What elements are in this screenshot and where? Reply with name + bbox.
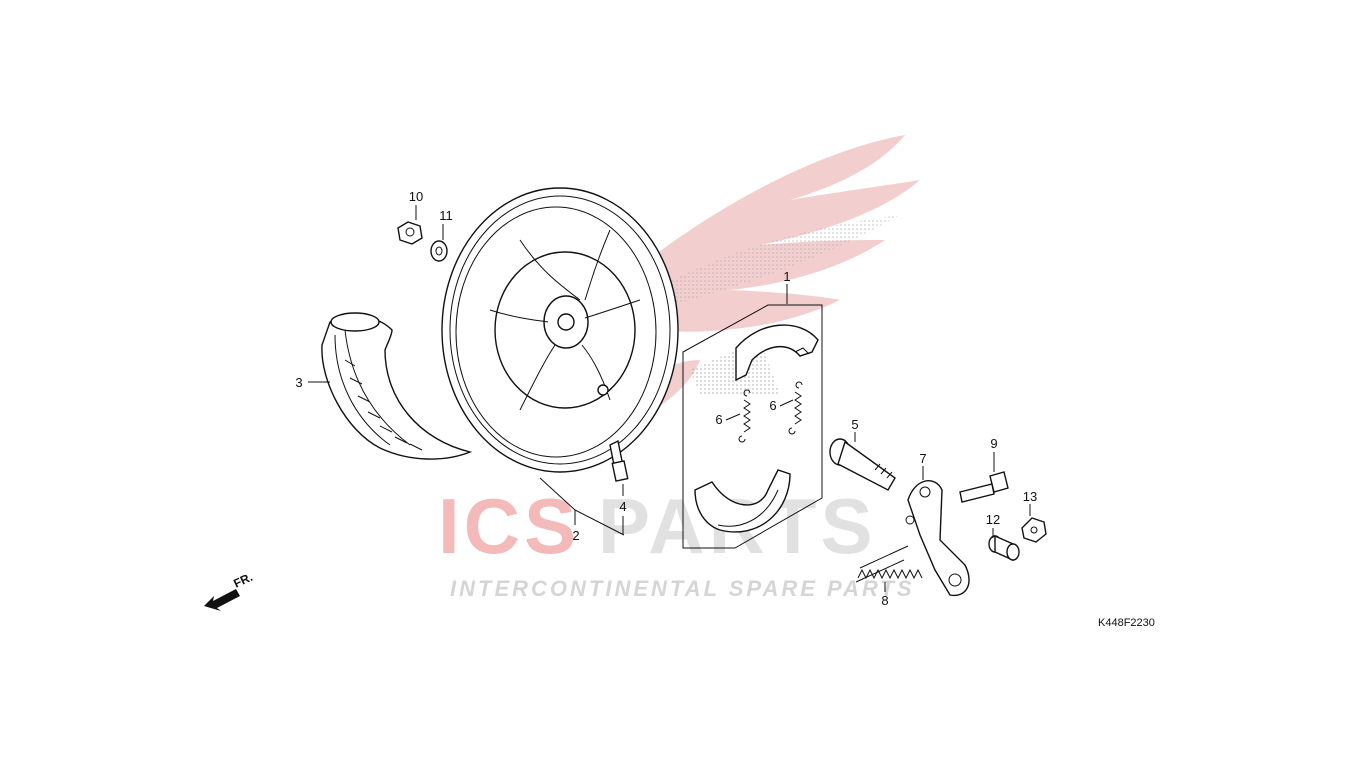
collar <box>988 534 1020 562</box>
callout-13: 13 <box>1023 489 1037 504</box>
watermark-brand-left: ICS <box>438 482 580 570</box>
callout-1: 1 <box>783 269 790 284</box>
callout-6b: 6 <box>769 398 776 413</box>
callout-2: 2 <box>572 528 579 543</box>
brake-shoe-lower <box>694 469 791 533</box>
nut <box>1021 517 1047 543</box>
rear-wheel <box>441 187 679 473</box>
bolt <box>959 471 1009 503</box>
callouts: 1 2 3 4 5 6 6 7 8 9 10 11 12 13 <box>295 189 1037 608</box>
diagram-code: K448F2230 <box>1098 617 1155 629</box>
front-arrow-icon <box>204 589 240 611</box>
shoe-spring-left <box>738 389 751 443</box>
brake-arm <box>905 480 970 597</box>
valve <box>609 439 629 482</box>
cam-shaft <box>829 438 896 491</box>
callout-11: 11 <box>439 208 453 223</box>
callout-10: 10 <box>409 189 423 204</box>
callout-6a: 6 <box>715 412 722 427</box>
return-spring <box>855 545 923 583</box>
callout-4: 4 <box>619 499 626 514</box>
callout-5: 5 <box>851 417 858 432</box>
washer <box>430 240 448 262</box>
callout-3: 3 <box>295 375 302 390</box>
callout-12: 12 <box>986 512 1000 527</box>
axle-nut <box>397 221 423 245</box>
leader-lines <box>308 205 1031 592</box>
watermark-tagline: INTERCONTINENTAL SPARE PARTS <box>450 576 915 601</box>
callout-7: 7 <box>919 451 926 466</box>
callout-8: 8 <box>881 593 888 608</box>
brake-shoe-upper <box>735 324 819 382</box>
tire <box>321 312 473 460</box>
front-label: FR. <box>231 570 254 591</box>
watermark: ICS PARTS INTERCONTINENTAL SPARE PARTS <box>438 135 920 601</box>
front-direction-indicator: FR. <box>204 570 255 611</box>
callout-9: 9 <box>990 436 997 451</box>
shoe-spring-right <box>788 381 803 435</box>
